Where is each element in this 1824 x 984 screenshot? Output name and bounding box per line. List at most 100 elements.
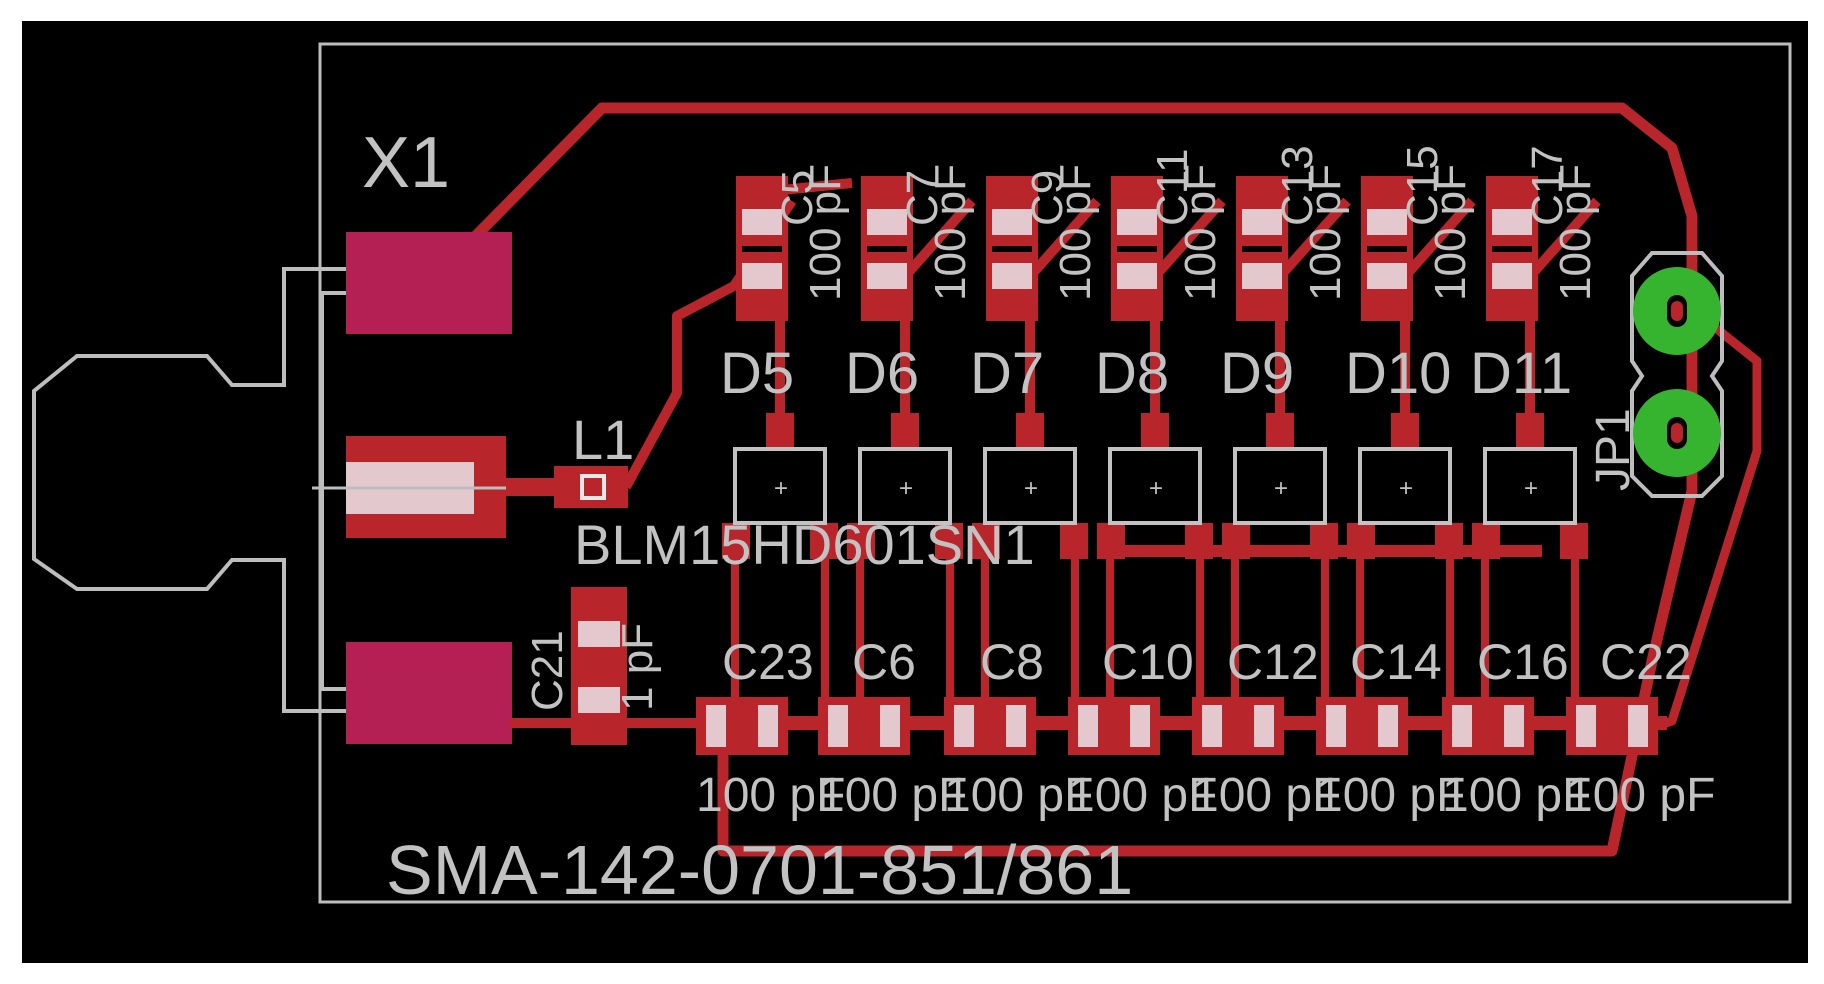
diode: + D11 xyxy=(1470,341,1588,559)
diode-trace-group xyxy=(731,321,1579,721)
diode-plus-mark: + xyxy=(1274,475,1288,502)
ferrite-silk xyxy=(580,474,606,500)
lower-cap-value-label: 100 pF xyxy=(1192,769,1341,822)
lower-cap-ref-label: C10 xyxy=(1102,634,1194,690)
upper-cap-pad xyxy=(742,209,782,235)
diode-outline xyxy=(858,447,952,525)
diode-pad-top xyxy=(1141,413,1169,449)
upper-cap-value-label: 100 pF xyxy=(1176,164,1225,301)
diode-pad-left xyxy=(722,523,750,559)
diode: +D8 xyxy=(1095,341,1213,559)
diode-pad-right xyxy=(1060,523,1088,559)
upper-cap-ref-label: C17 xyxy=(1523,145,1572,226)
upper-cap-value-label: 100 pF xyxy=(1551,164,1600,301)
diode-plus-mark: + xyxy=(774,475,788,502)
connector-pad-top xyxy=(346,232,512,334)
diode-ref-label: D11 xyxy=(1470,341,1572,406)
c21-value-label: 1 pF xyxy=(613,623,662,711)
diode-plus-mark: + xyxy=(1149,475,1163,502)
lower-cap-value-label: 100 pF xyxy=(696,769,845,822)
lower-cap-pad xyxy=(1006,705,1026,747)
diode: +D9 xyxy=(1220,341,1338,559)
diode-outline xyxy=(733,447,827,525)
lower-cap-pad xyxy=(1326,705,1346,747)
diode-pad-left xyxy=(847,523,875,559)
lower-cap-ref-label: C16 xyxy=(1477,634,1569,690)
upper-cap-ref-label: C11 xyxy=(1148,149,1197,226)
diode-plus-mark: + xyxy=(1524,475,1538,502)
upper-cap-pad xyxy=(1242,209,1282,235)
diode-pad-right xyxy=(1560,523,1588,559)
upper-cap-pad xyxy=(742,263,782,289)
lower-cap-value-label: 100 pF xyxy=(1566,769,1715,822)
upper-cap-ref-label: C5 xyxy=(773,170,822,226)
upper-cap-pad xyxy=(1367,209,1407,235)
lower-cap-pad xyxy=(1628,705,1648,747)
c21-pad-bottom xyxy=(578,687,620,713)
c21-ref-label: C21 xyxy=(523,630,572,711)
lower-cap-ref-label: C23 xyxy=(722,634,814,690)
ferrite-part-label: BLM15HD601SN1 xyxy=(574,513,1035,576)
lower-cap-pad xyxy=(1202,705,1222,747)
upper-cap-value-label: 100 pF xyxy=(1301,164,1350,301)
ferrite-ref-label: L1 xyxy=(572,408,634,471)
upper-cap-ref-label: C13 xyxy=(1273,145,1322,226)
jumper-inner-1 xyxy=(1671,301,1683,321)
lower-cap-pad xyxy=(880,705,900,747)
lower-cap-value-label: 100 pF xyxy=(1316,769,1465,822)
diode-plus-mark: + xyxy=(1024,475,1038,502)
diode-outline xyxy=(1233,447,1327,525)
diode-pad-top xyxy=(891,413,919,449)
upper-cap-pad xyxy=(867,209,907,235)
upper-cap-pad xyxy=(1117,263,1157,289)
lower-cap-value-label: 100 pF xyxy=(1068,769,1217,822)
diode-pad-top xyxy=(1391,413,1419,449)
upper-cap-value-label: 100 pF xyxy=(1051,164,1100,301)
connector-pad-bottom xyxy=(346,642,512,744)
upper-cap-value-label: 100 pF xyxy=(926,164,975,301)
lower-cap: C10 100 pF xyxy=(1068,634,1217,822)
diode-ref-label: D10 xyxy=(1345,341,1451,406)
upper-cap-ref-label: C15 xyxy=(1398,145,1447,226)
connector-part-label: SMA-142-0701-851/861 xyxy=(386,831,1133,909)
lower-cap-value-label: 100 pF xyxy=(944,769,1093,822)
lower-cap-pad xyxy=(1504,705,1524,747)
lower-cap: C16 100 pF xyxy=(1442,634,1591,822)
upper-cap-value-label: 100 pF xyxy=(801,164,850,301)
diode: +D10 xyxy=(1345,341,1463,559)
connector-outline xyxy=(32,267,512,713)
diode-pad-right xyxy=(810,523,838,559)
lower-cap-pad xyxy=(828,705,848,747)
diode-plus-mark: + xyxy=(899,475,913,502)
diode-group: +D5+D6+D7+D8+D9+D10+D11 xyxy=(720,341,1588,559)
diode-outline xyxy=(983,447,1077,525)
diode-outline xyxy=(1108,447,1202,525)
diode-pad-top xyxy=(766,413,794,449)
ferrite-body xyxy=(554,466,628,508)
lower-cap-pad xyxy=(758,705,778,747)
lower-cap-pad xyxy=(1378,705,1398,747)
upper-cap-value-label: 100 pF xyxy=(1426,164,1475,301)
upper-cap-ref-label: C9 xyxy=(1023,170,1072,226)
lower-cap-ref-label: C12 xyxy=(1227,634,1319,690)
diode-pad-top xyxy=(1516,413,1544,449)
lower-cap-pad xyxy=(954,705,974,747)
lower-cap-value-label: 100 pF xyxy=(1442,769,1591,822)
lower-cap-pad xyxy=(1452,705,1472,747)
upper-cap-pad xyxy=(1492,263,1532,289)
diode: +D6 xyxy=(845,341,963,559)
lower-cap-ref-label: C22 xyxy=(1600,634,1692,690)
diode-outline xyxy=(1358,447,1452,525)
c21-pad-top xyxy=(578,621,620,647)
